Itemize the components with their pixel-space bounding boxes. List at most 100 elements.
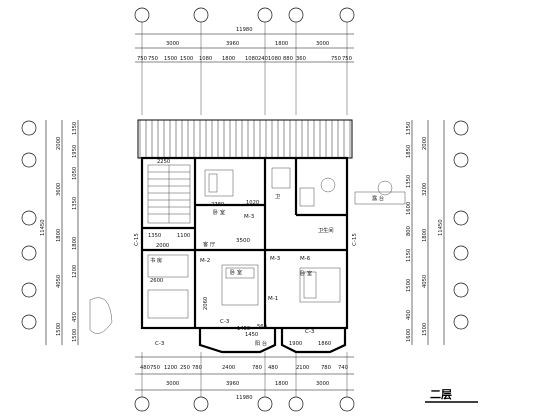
room-dim-6: 2250 (157, 159, 170, 165)
left-dim-5: 1500 (56, 323, 62, 336)
left-dim-3: 1800 (56, 229, 62, 242)
bottom-dim-4: 250 (180, 365, 190, 371)
room-tag-1: 卧 室 (213, 208, 225, 216)
right-dim-5: 1500 (422, 323, 428, 336)
roof-eave-hatch (137, 119, 353, 159)
top-sub-dim-6: 1800 (222, 56, 235, 62)
exterior-walls (140, 156, 349, 330)
left-dim-2: 3600 (56, 183, 62, 196)
door-label-m2: M-2 (200, 258, 210, 264)
top-dim-2: 3960 (226, 41, 239, 47)
bottom-dim-1: 480 (140, 365, 150, 371)
window-label-right: C-15 (352, 233, 358, 246)
room-dim-13: 1860 (318, 341, 331, 347)
right-inner-dim-7: 1500 (406, 279, 412, 292)
drawing-title: 二层 (430, 388, 452, 401)
window-label-c3-a: C-3 (155, 341, 165, 347)
room-tag-6: 客 厅 (203, 240, 215, 248)
room-dim-12: 560 (257, 324, 267, 330)
right-total-dim: 11450 (438, 219, 444, 236)
right-dim-3: 1800 (422, 229, 428, 242)
top-dim-1: 3000 (166, 41, 179, 47)
room-dim-7: 2600 (150, 278, 163, 284)
right-dim-1: 2000 (422, 137, 428, 150)
top-sub-dim-2: 750 (148, 56, 158, 62)
left-inner-dim-5: 1800 (72, 237, 78, 250)
right-dim-4: 4050 (422, 275, 428, 288)
bottom-dim-3: 1200 (164, 365, 177, 371)
right-inner-dim-8: 400 (406, 310, 412, 320)
room-tag-2: 卧 室 (230, 268, 242, 276)
room-dim-4: 2000 (156, 243, 169, 249)
door-label-m1: M-1 (268, 296, 278, 302)
top-sub-dim-3: 1500 (164, 56, 177, 62)
bottom-dim-14: 1800 (275, 381, 288, 387)
left-dim-4: 4050 (56, 275, 62, 288)
room-dim-14: 1450 (245, 332, 258, 338)
bottom-dim-2: 750 (150, 365, 160, 371)
door-label-m3: M-3 (270, 256, 281, 262)
top-total-dim: 11980 (236, 27, 253, 33)
room-tag-4: 卫生间 (318, 226, 334, 234)
bottom-dim-7: 780 (252, 365, 262, 371)
window-label-c3-c: C-3 (305, 329, 315, 335)
left-dim-1: 2000 (56, 137, 62, 150)
top-sub-dim-9: 1080 (268, 56, 281, 62)
room-dim-5: 2060 (203, 297, 209, 310)
top-sub-dim-4: 1500 (180, 56, 193, 62)
top-sub-dim-5: 1080 (199, 56, 212, 62)
top-sub-dim-11: 360 (296, 56, 306, 62)
right-inner-dim-4: 1600 (406, 202, 412, 215)
bottom-dim-5: 780 (192, 365, 202, 371)
bottom-dim-8: 480 (268, 365, 278, 371)
axis-bubbles-left (21, 120, 37, 330)
room-dim-9: 1350 (148, 233, 161, 239)
top-sub-dim-12: 750 (331, 56, 341, 62)
top-sub-dim-8: 240 (258, 56, 268, 62)
right-inner-dim-3: 1350 (406, 175, 412, 188)
top-sub-dim-1: 750 (137, 56, 147, 62)
bottom-dim-13: 3960 (226, 381, 239, 387)
left-inner-dim-4: 1350 (72, 197, 78, 210)
bottom-dim-6: 2400 (222, 365, 235, 371)
window-label-left: C-15 (134, 233, 140, 246)
left-inner-dim-2: 1950 (72, 145, 78, 158)
room-dim-1: 2780 (211, 202, 224, 208)
room-dim-2: 1020 (246, 200, 259, 206)
bottom-dim-9: 2100 (296, 365, 309, 371)
room-dim-10: 1100 (177, 233, 190, 239)
window-label-c3-b: C-3 (220, 319, 230, 325)
bottom-total-dim: 11980 (236, 395, 253, 401)
left-inner-dim-1: 1350 (72, 122, 78, 135)
right-inner-dim-5: 800 (406, 226, 412, 236)
top-dim-4: 3000 (316, 41, 329, 47)
top-sub-dim-10: 880 (283, 56, 293, 62)
dimension-lines (45, 33, 445, 391)
left-total-dim: 11450 (40, 219, 46, 236)
room-tag-5: 书 房 (150, 256, 162, 264)
left-inner-dim-6: 1200 (72, 265, 78, 278)
room-tag-9: 露 台 (372, 194, 384, 202)
right-inner-dim-2: 1850 (406, 145, 412, 158)
room-dim-8: 1450 (237, 326, 250, 332)
furniture (147, 167, 341, 319)
door-label-m6: M-6 (300, 256, 311, 262)
top-dim-3: 1800 (275, 41, 288, 47)
axis-bubbles-top (134, 7, 355, 115)
right-inner-dim-1: 1350 (406, 122, 412, 135)
bay-window (89, 297, 347, 354)
terrace-feature (354, 180, 406, 205)
axis-bubbles-bottom (134, 352, 355, 412)
right-dim-2: 3200 (422, 183, 428, 196)
axis-bubbles-right (453, 120, 469, 330)
room-tag-3: 卧 室 (300, 269, 312, 277)
left-inner-dim-3: 1050 (72, 167, 78, 180)
room-tag-7: 卫 (275, 193, 280, 200)
room-tag-8: 阳 台 (255, 339, 267, 347)
left-inner-dim-7: 450 (72, 312, 78, 322)
bottom-dim-12: 3000 (166, 381, 179, 387)
bottom-dim-15: 3000 (316, 381, 329, 387)
bottom-dim-10: 780 (321, 365, 331, 371)
room-dim-11: 1900 (289, 341, 302, 347)
